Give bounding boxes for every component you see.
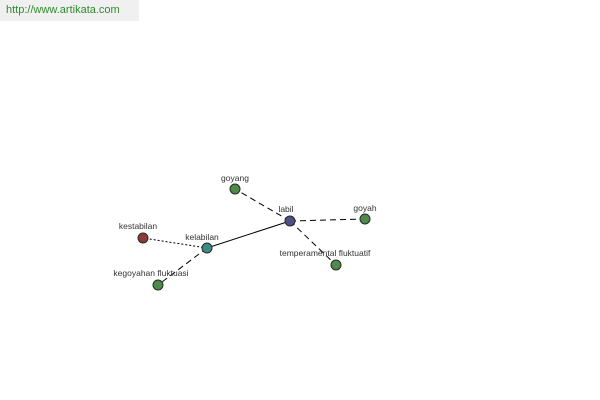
edge-labil-kelabilan: [206, 220, 291, 249]
node-goyah[interactable]: goyah: [353, 203, 377, 225]
node-label-kestabilan[interactable]: kestabilan: [119, 221, 158, 231]
edges-layer: [142, 188, 366, 286]
edge-kelabilan-kestabilan: [142, 237, 208, 249]
node-kegoyahan[interactable]: kegoyahan fluktuasi: [113, 268, 189, 291]
node-kelabilan[interactable]: kelabilan: [185, 232, 219, 254]
nodes-layer: labil goyang goyah temperamental fluktuatif…: [113, 173, 377, 291]
circle-node-icon[interactable]: [152, 279, 164, 291]
node-label-labil[interactable]: labil: [278, 204, 293, 214]
edge-kelabilan-kegoyahan: [157, 247, 208, 286]
edge-labil-temperamental: [289, 220, 337, 266]
node-label-kegoyahan[interactable]: kegoyahan fluktuasi: [113, 268, 188, 278]
site-url-link[interactable]: http://www.artikata.com: [0, 0, 139, 21]
circle-node-icon[interactable]: [137, 232, 149, 244]
circle-node-icon[interactable]: [284, 215, 296, 227]
node-label-goyang[interactable]: goyang: [221, 173, 249, 183]
node-labil[interactable]: labil: [278, 204, 296, 227]
node-temperamental[interactable]: temperamental fluktuatif: [280, 248, 371, 271]
circle-node-icon[interactable]: [359, 213, 371, 225]
circle-node-icon[interactable]: [330, 259, 342, 271]
edge-labil-goyah: [289, 218, 366, 222]
circle-node-icon[interactable]: [229, 183, 241, 195]
node-label-goyah[interactable]: goyah: [353, 203, 376, 213]
circle-node-icon[interactable]: [201, 242, 213, 254]
node-label-kelabilan[interactable]: kelabilan: [185, 232, 219, 242]
edge-labil-goyang: [234, 188, 291, 222]
node-goyang[interactable]: goyang: [221, 173, 249, 195]
node-label-temperamental[interactable]: temperamental fluktuatif: [280, 248, 371, 258]
node-kestabilan[interactable]: kestabilan: [119, 221, 158, 244]
